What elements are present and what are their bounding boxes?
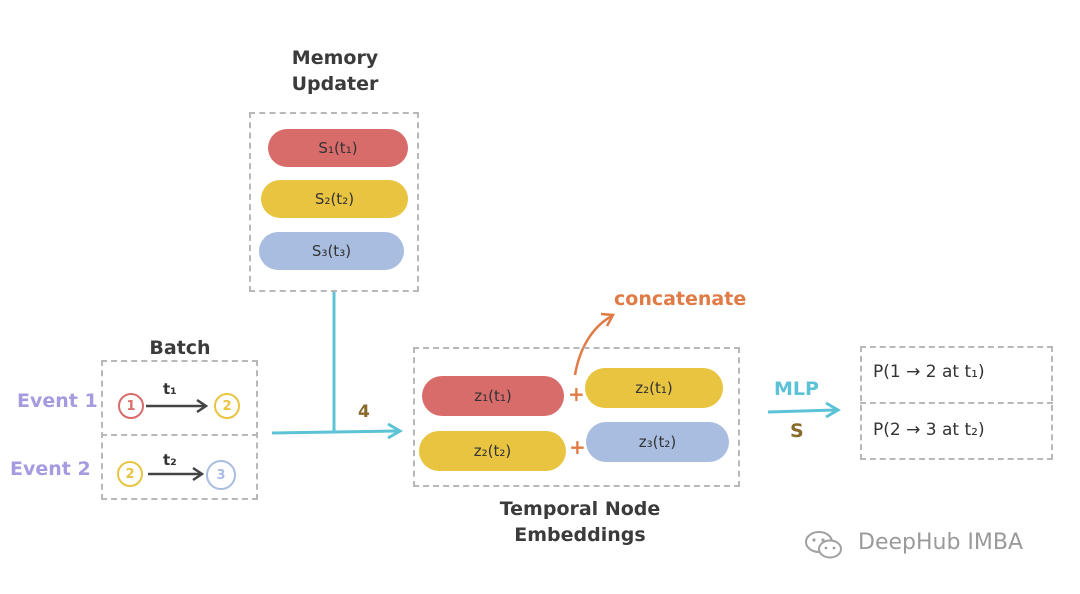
batch-box [101,360,258,500]
mlp-label: MLP [774,378,819,400]
watermark-text: DeepHub IMBA [858,530,1024,555]
memory-title-line2: Updater [291,73,379,95]
batch-divider [101,434,258,436]
memory-state-1-label: S₁(t₁) [318,139,358,157]
concatenate-label: concatenate [614,288,747,310]
concatenate-arrowhead [600,312,616,327]
event-1-source-node: 1 [118,393,144,419]
event1-arrowhead [196,398,209,414]
event-2-time: t₂ [163,451,177,469]
embedding-z2-t2-label: z₂(t₂) [473,442,512,460]
batch-connector [271,429,399,435]
mlp-sublabel: S [790,420,804,442]
memory-updater-box [249,112,419,292]
event-1-time: t₁ [163,380,177,398]
embeddings-title: Temporal Node Embeddings [470,496,690,548]
memory-state-3-label: S₃(t₃) [311,242,352,260]
embedding-z3-t2: z₃(t₂) [586,422,729,462]
event-2-target-node: 3 [206,460,236,490]
embeddings-title-line2: Embeddings [514,524,646,546]
prediction-1: P(1 → 2 at t₁) [873,362,985,382]
embedding-z2-t1-label: z₂(t₁) [635,379,673,397]
event-1-label: Event 1 [17,390,98,412]
memory-state-2-label: S₂(t₂) [314,190,355,208]
prediction-2: P(2 → 3 at t₂) [873,420,985,440]
embedding-z2-t2: z₂(t₂) [419,431,566,471]
embeddings-box [413,347,740,487]
mlp-arrowhead [825,401,841,419]
embedding-z2-t1: z₂(t₁) [585,368,723,408]
batch-title: Batch [149,337,211,359]
memory-state-3: S₃(t₃) [259,232,404,270]
event2-arrowhead [192,466,205,482]
event-1-target-node: 2 [214,393,240,419]
embedding-z1-t1-label: z₁(t₁) [474,387,512,405]
mlp-arrow [767,408,837,414]
event-2-source-node: 2 [117,461,143,487]
memory-updater-title: Memory Updater [245,45,425,97]
concatenate-arrow [573,314,613,376]
plus-sign-row1: + [568,382,585,406]
embeddings-title-line1: Temporal Node [499,498,661,520]
event-2-label: Event 2 [10,458,91,480]
plus-sign-row2: + [569,435,586,459]
embedding-z1-t1: z₁(t₁) [422,376,564,416]
memory-state-1: S₁(t₁) [268,129,408,167]
memory-state-2: S₂(t₂) [261,180,408,218]
memory-title-line1: Memory [291,47,379,69]
predictions-divider [860,402,1053,404]
wechat-icon [804,530,844,560]
embedding-z3-t2-label: z₃(t₂) [638,433,677,451]
arrow-label: 4 [358,402,370,422]
batch-connector-arrowhead [387,422,403,440]
